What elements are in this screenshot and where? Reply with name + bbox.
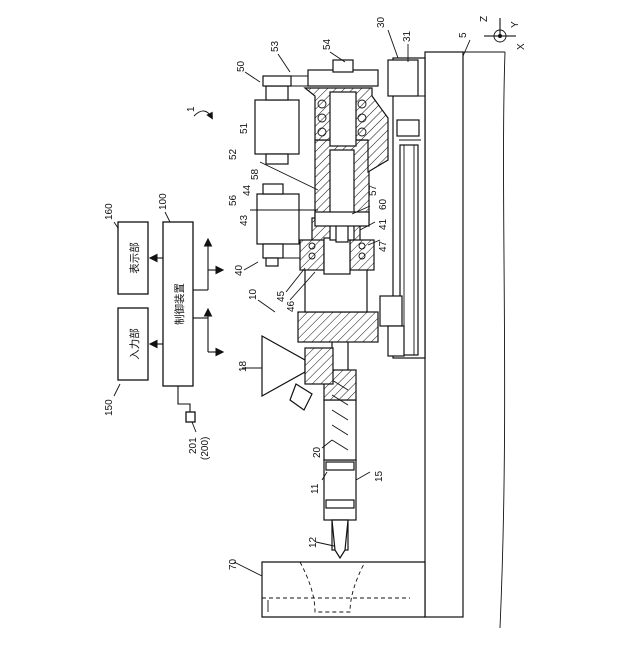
ref-150: 150: [104, 399, 115, 416]
ref-53: 53: [270, 40, 281, 52]
axis-x-label: X: [516, 43, 527, 50]
gear-assembly-45: [300, 238, 374, 274]
hopper-18: [262, 336, 333, 410]
ref-51: 51: [239, 122, 250, 134]
ref-20: 20: [312, 446, 323, 458]
ref-70: 70: [228, 558, 239, 570]
ref-11: 11: [310, 483, 321, 494]
ref-60: 60: [378, 198, 389, 210]
ref-40: 40: [234, 264, 245, 276]
display-unit-label: 表示部: [128, 242, 141, 274]
axis-indicator: Z Y X: [479, 16, 527, 50]
ref-47: 47: [378, 240, 389, 252]
ref-57: 57: [368, 184, 379, 196]
ref-18: 18: [238, 360, 249, 372]
ref-5: 5: [458, 32, 469, 38]
ref-46: 46: [286, 300, 297, 312]
device-link-line: [178, 386, 190, 412]
ref-31: 31: [402, 30, 413, 42]
ref-30: 30: [376, 16, 387, 28]
ref-56: 56: [228, 194, 239, 206]
ref-54: 54: [322, 38, 333, 50]
ref-10: 10: [248, 288, 259, 300]
axis-z-label: Z: [479, 16, 490, 22]
input-unit-label: 入力部: [128, 328, 141, 360]
motor-40: [257, 184, 305, 266]
ref-43: 43: [239, 214, 250, 226]
ref-45: 45: [276, 290, 287, 302]
ref-44: 44: [242, 184, 253, 196]
ref-15: 15: [374, 470, 385, 482]
ref-50: 50: [236, 60, 247, 72]
device-201-box: [186, 412, 195, 422]
ref-201: 201: [188, 437, 199, 454]
control-arrows: [193, 240, 222, 352]
ref-100: 100: [158, 193, 169, 210]
ref-58: 58: [250, 168, 261, 180]
ref-12: 12: [308, 536, 319, 548]
base-frame: [425, 52, 505, 628]
ref-160: 160: [104, 203, 115, 220]
ref-200: (200): [200, 437, 211, 460]
mold-plate-70: [262, 562, 425, 617]
block-diagram: 入力部 表示部 制御装置: [118, 222, 222, 422]
axis-y-label: Y: [510, 21, 521, 28]
controller-label: 制御装置: [173, 283, 186, 325]
ref-52: 52: [228, 148, 239, 160]
ref-1: 1: [186, 106, 197, 112]
motor-50: [255, 76, 308, 164]
ref-41: 41: [378, 218, 389, 230]
